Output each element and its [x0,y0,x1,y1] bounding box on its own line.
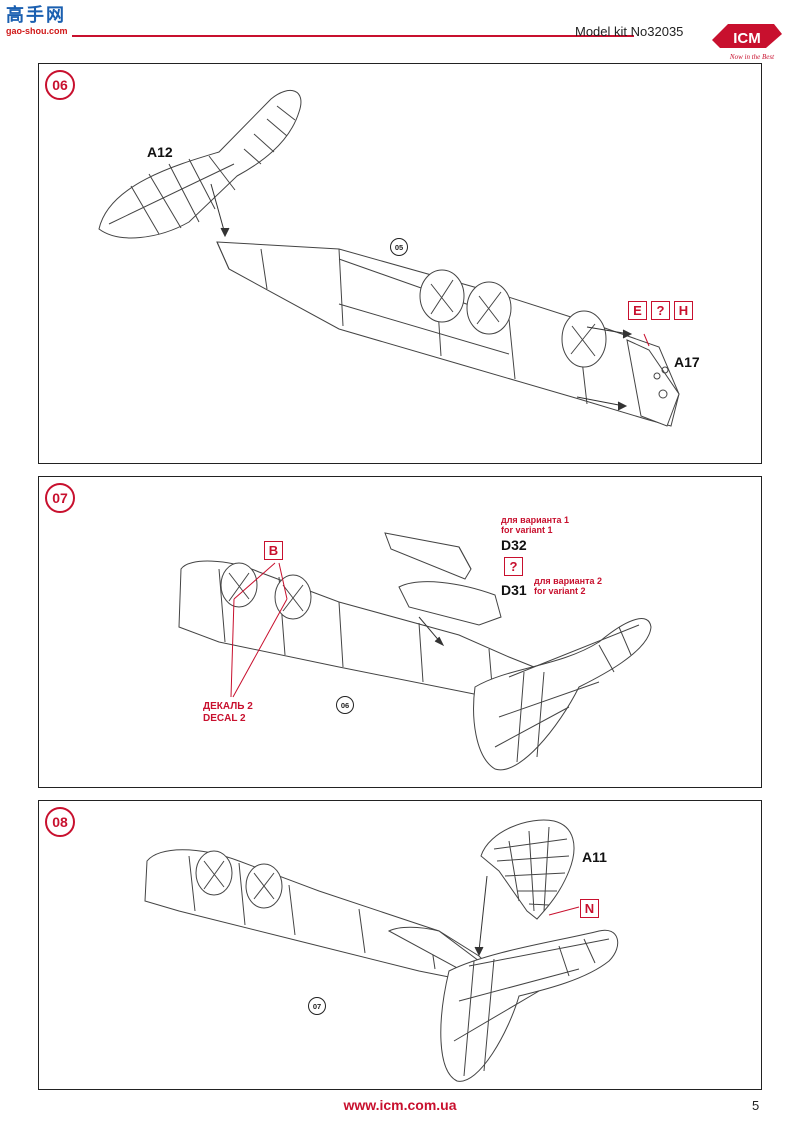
footer-url[interactable]: www.icm.com.ua [343,1097,457,1113]
reference-step-06: 06 [336,696,354,714]
paint-code-unknown: ? [504,557,523,576]
paint-code-e: E [628,301,647,320]
model-title: Model kit No32035 [575,24,684,39]
watermark: 高手网 gao-shou.com [6,5,72,37]
reference-step-05: 05 [390,238,408,256]
logo-tagline: Now in the Best [729,53,775,61]
variant-2-label-ru: для варианта 2 [534,576,602,586]
step-08-illustration [144,819,619,1082]
paint-code-h: H [674,301,693,320]
part-label-a17: A17 [674,354,700,370]
icm-logo: ICM Now in the Best [708,18,786,62]
watermark-title: 高手网 [6,5,66,26]
page-number: 5 [752,1098,760,1113]
step-number: 08 [45,807,75,837]
logo-text: ICM [733,30,761,47]
step-panel-08: 08 A11 N 07 [38,800,762,1090]
step-number: 06 [45,70,75,100]
part-label-a11: A11 [582,849,607,865]
reference-step-07: 07 [308,997,326,1015]
step-panel-06: 06 A12 05 [38,63,762,464]
paint-code-n: N [580,899,599,918]
step-07-illustration [178,532,652,771]
variant-1-label-en: for variant 1 [501,525,553,535]
paint-code-unknown: ? [651,301,670,320]
step-panel-07: 07 для варианта 1 for variant 1 D32 ? D3… [38,476,762,788]
decal-label-ru: ДЕКАЛЬ 2 [203,701,253,712]
part-label-a12: A12 [147,144,173,160]
watermark-domain: gao-shou.com [6,26,68,36]
part-label-d32: D32 [501,537,527,553]
variant-2-label-en: for variant 2 [534,586,586,596]
paint-code-b: B [264,541,283,560]
step-06-illustration [98,90,680,427]
part-label-d31: D31 [501,582,527,598]
step-number: 07 [45,483,75,513]
header-rule [72,35,634,37]
variant-1-label-ru: для варианта 1 [501,515,569,525]
decal-label-en: DECAL 2 [203,713,246,724]
